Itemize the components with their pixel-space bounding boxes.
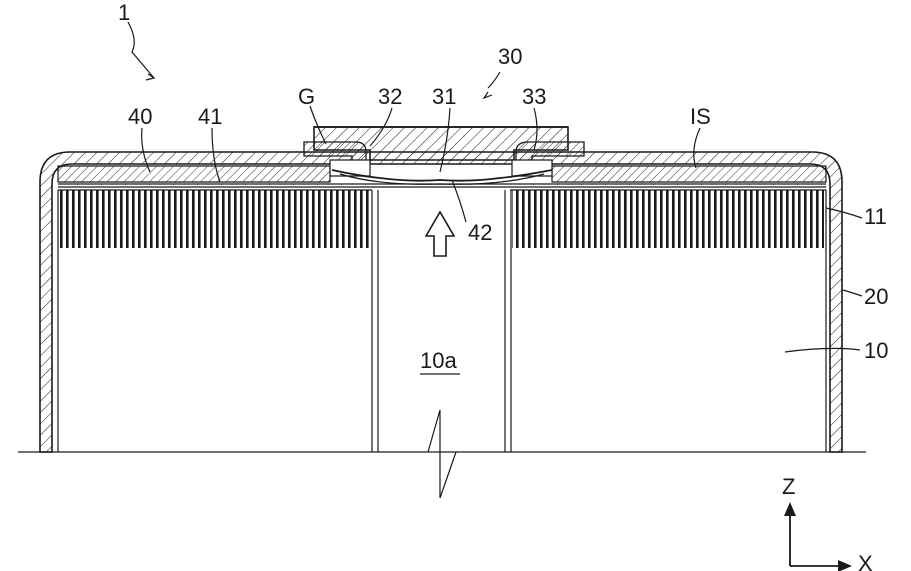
- label-tab-11: 11: [864, 204, 887, 229]
- break-line: [428, 410, 440, 498]
- pressure-arrow: [426, 212, 454, 256]
- break-line-lower: [440, 452, 456, 498]
- label-plate-33: 33: [522, 84, 546, 109]
- axis-indicator: Z X: [782, 474, 873, 571]
- label-member-40: 40: [128, 104, 152, 129]
- label-gasket: G: [298, 84, 315, 109]
- axis-z-label: Z: [782, 474, 795, 499]
- label-plate-31: 31: [432, 84, 456, 109]
- axis-x-label: X: [858, 551, 873, 571]
- label-member-42: 42: [468, 220, 492, 245]
- label-plate-32: 32: [378, 84, 402, 109]
- label-electrode-10: 10: [864, 338, 888, 363]
- label-can-20: 20: [864, 284, 888, 309]
- label-assembly: 1: [118, 0, 130, 25]
- label-member-41: 41: [198, 104, 222, 129]
- label-insulator: IS: [690, 104, 711, 129]
- label-cap-assembly: 30: [498, 44, 522, 69]
- label-core-10a: 10a: [420, 348, 457, 373]
